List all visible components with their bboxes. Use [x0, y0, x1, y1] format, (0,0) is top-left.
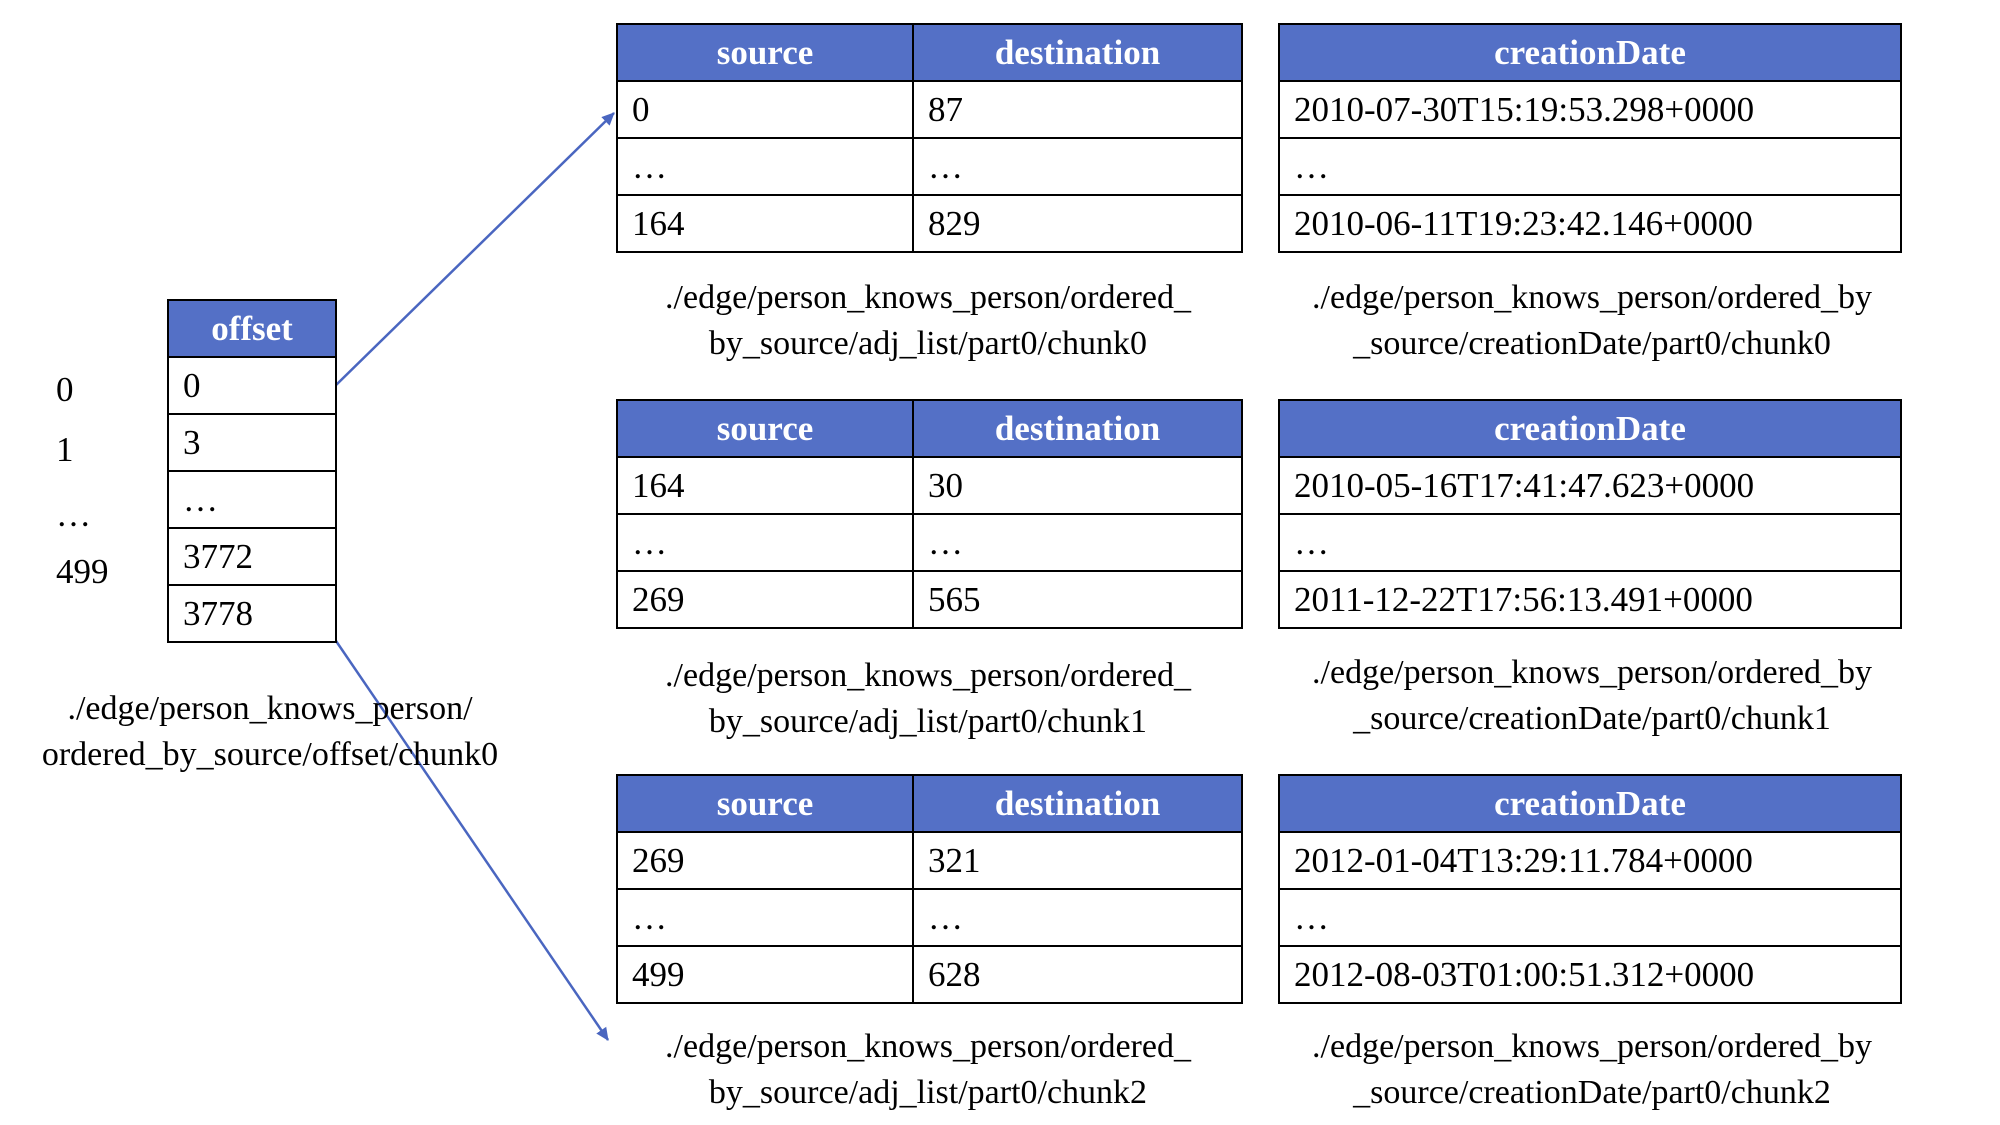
caption-line: _source/creationDate/part0/chunk0: [1353, 325, 1831, 362]
caption-line: ordered_by_source/offset/chunk0: [41, 736, 499, 773]
creation-date-caption-chunk1: ./edge/person_knows_person/ordered_by _s…: [1252, 650, 1932, 742]
adj-list-caption-chunk2: ./edge/person_knows_person/ordered_ by_s…: [593, 1024, 1263, 1116]
creation-date-cell: 2010-05-16T17:41:47.623+0000: [1278, 456, 1902, 515]
adj-list-table-chunk2: source destination 269 321 … … 499 628: [616, 774, 1243, 1004]
caption-line: ./edge/person_knows_person/: [67, 690, 473, 727]
caption-line: by_source/adj_list/part0/chunk0: [708, 325, 1148, 362]
destination-cell: 829: [912, 194, 1243, 253]
caption-line: _source/creationDate/part0/chunk2: [1353, 1074, 1831, 1111]
source-cell: …: [616, 137, 914, 196]
creation-date-cell: 2010-06-11T19:23:42.146+0000: [1278, 194, 1902, 253]
offset-cell: 0: [167, 356, 337, 415]
destination-cell: 30: [912, 456, 1243, 515]
creation-date-cell: …: [1278, 888, 1902, 947]
destination-cell: …: [912, 137, 1243, 196]
caption-line: ./edge/person_knows_person/ordered_by: [1312, 1028, 1872, 1065]
destination-cell: …: [912, 888, 1243, 947]
caption-line: ./edge/person_knows_person/ordered_by: [1312, 654, 1872, 691]
offset-row-index: 1: [56, 430, 74, 469]
destination-cell: 565: [912, 570, 1243, 629]
destination-cell: 321: [912, 831, 1243, 890]
source-cell: …: [616, 888, 914, 947]
adj-list-caption-chunk1: ./edge/person_knows_person/ordered_ by_s…: [593, 653, 1263, 745]
offset-cell: …: [167, 470, 337, 529]
arrow-to-chunk0: [333, 112, 615, 388]
offset-row-index: …: [56, 495, 91, 534]
creation-date-caption-chunk2: ./edge/person_knows_person/ordered_by _s…: [1252, 1024, 1932, 1116]
caption-line: _source/creationDate/part0/chunk1: [1353, 700, 1831, 737]
source-cell: 164: [616, 194, 914, 253]
source-cell: …: [616, 513, 914, 572]
offset-header: offset: [167, 299, 337, 358]
destination-header: destination: [912, 23, 1243, 82]
creation-date-cell: …: [1278, 137, 1902, 196]
source-header: source: [616, 774, 914, 833]
destination-header: destination: [912, 399, 1243, 458]
creation-date-header: creationDate: [1278, 774, 1902, 833]
creation-date-cell: …: [1278, 513, 1902, 572]
caption-line: by_source/adj_list/part0/chunk1: [708, 703, 1148, 740]
creation-date-table-chunk0: creationDate 2010-07-30T15:19:53.298+000…: [1278, 23, 1902, 253]
creation-date-caption-chunk0: ./edge/person_knows_person/ordered_by _s…: [1252, 275, 1932, 367]
creation-date-cell: 2010-07-30T15:19:53.298+0000: [1278, 80, 1902, 139]
adj-list-caption-chunk0: ./edge/person_knows_person/ordered_ by_s…: [593, 275, 1263, 367]
caption-line: ./edge/person_knows_person/ordered_: [665, 1028, 1191, 1065]
source-cell: 164: [616, 456, 914, 515]
offset-cell: 3: [167, 413, 337, 472]
creation-date-cell: 2011-12-22T17:56:13.491+0000: [1278, 570, 1902, 629]
source-cell: 0: [616, 80, 914, 139]
creation-date-cell: 2012-01-04T13:29:11.784+0000: [1278, 831, 1902, 890]
offset-table: offset 0 3 … 3772 3778: [167, 299, 337, 643]
source-header: source: [616, 399, 914, 458]
adj-list-table-chunk1: source destination 164 30 … … 269 565: [616, 399, 1243, 629]
destination-cell: 628: [912, 945, 1243, 1004]
destination-cell: …: [912, 513, 1243, 572]
destination-cell: 87: [912, 80, 1243, 139]
adj-list-table-chunk0: source destination 0 87 … … 164 829: [616, 23, 1243, 253]
caption-line: by_source/adj_list/part0/chunk2: [708, 1074, 1148, 1111]
arrow-to-chunk2: [332, 637, 610, 1041]
caption-line: ./edge/person_knows_person/ordered_: [665, 279, 1191, 316]
destination-header: destination: [912, 774, 1243, 833]
creation-date-table-chunk2: creationDate 2012-01-04T13:29:11.784+000…: [1278, 774, 1902, 1004]
offset-row-index: 0: [56, 370, 74, 409]
source-cell: 269: [616, 831, 914, 890]
offset-cell: 3772: [167, 527, 337, 586]
creation-date-header: creationDate: [1278, 399, 1902, 458]
creation-date-cell: 2012-08-03T01:00:51.312+0000: [1278, 945, 1902, 1004]
caption-line: ./edge/person_knows_person/ordered_: [665, 657, 1191, 694]
creation-date-header: creationDate: [1278, 23, 1902, 82]
offset-cell: 3778: [167, 584, 337, 643]
source-cell: 269: [616, 570, 914, 629]
caption-line: ./edge/person_knows_person/ordered_by: [1312, 279, 1872, 316]
offset-row-index: 499: [56, 552, 109, 591]
offset-table-caption: ./edge/person_knows_person/ ordered_by_s…: [0, 686, 540, 778]
source-cell: 499: [616, 945, 914, 1004]
creation-date-table-chunk1: creationDate 2010-05-16T17:41:47.623+000…: [1278, 399, 1902, 629]
source-header: source: [616, 23, 914, 82]
